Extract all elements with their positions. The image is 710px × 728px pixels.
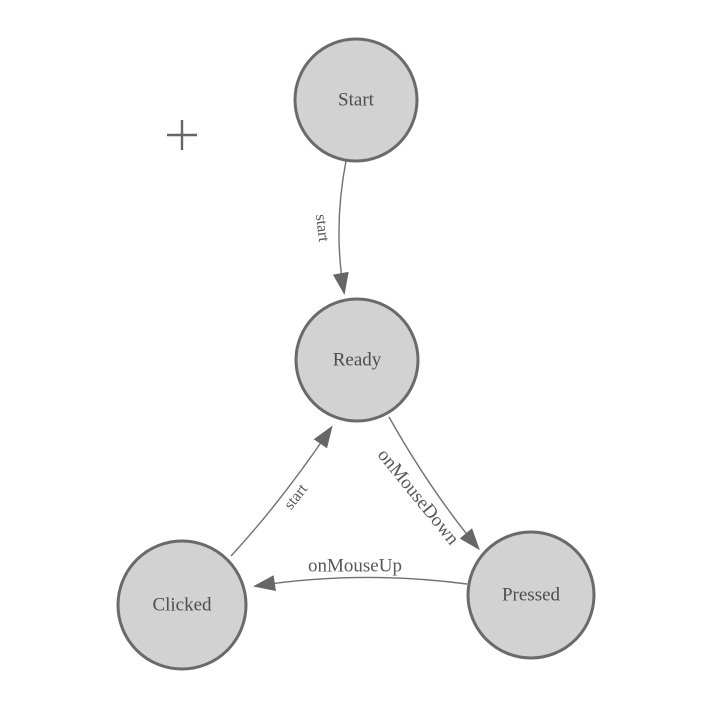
edge-start-to-ready[interactable] — [332, 160, 349, 295]
plus-crosshair-icon — [167, 120, 197, 150]
edge-label-clicked-to-ready: start — [281, 480, 312, 513]
node-start[interactable]: Start — [293, 37, 419, 163]
node-clicked-circle[interactable] — [116, 539, 248, 671]
node-pressed[interactable]: Pressed — [466, 530, 596, 660]
node-clicked[interactable]: Clicked — [116, 539, 248, 671]
edge-label-on-mouse-down: onMouseDown — [373, 445, 463, 550]
edge-ready-to-pressed[interactable] — [388, 416, 480, 551]
edge-label-start-to-ready: start — [312, 213, 332, 243]
edge-clicked-to-ready[interactable] — [230, 425, 333, 557]
edge-label-on-mouse-up: onMouseUp — [308, 556, 402, 577]
node-start-circle[interactable] — [293, 37, 419, 163]
node-pressed-circle[interactable] — [466, 530, 596, 660]
edges-layer — [230, 160, 480, 592]
node-ready[interactable]: Ready — [294, 297, 420, 423]
nodes-layer: Start Ready Clicked Pressed — [116, 37, 596, 671]
edge-pressed-to-clicked[interactable] — [253, 575, 468, 592]
node-ready-circle[interactable] — [294, 297, 420, 423]
